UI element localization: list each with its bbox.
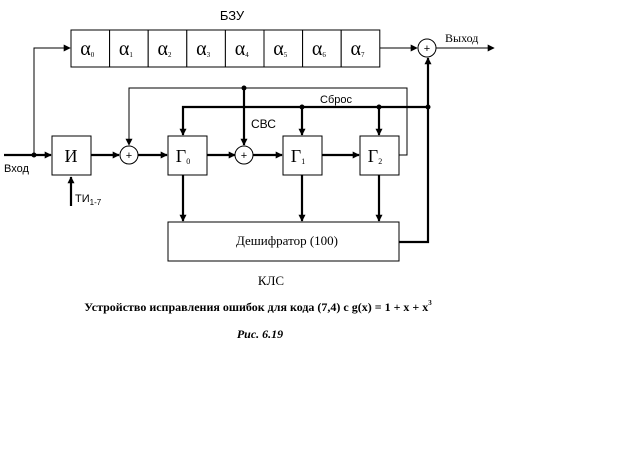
register-1-label: Г1 (291, 146, 305, 166)
memory-cell-label-0: α0 (80, 38, 94, 60)
register-0 (167, 135, 208, 176)
register-2-label: Г2 (368, 146, 382, 166)
memory-cell-7 (340, 29, 381, 68)
feedback-loop-wire (125, 87, 408, 156)
figure-label: Рис. 6.19 (237, 327, 283, 341)
logic-label: КЛС (258, 273, 284, 288)
output-label: Выход (445, 31, 478, 45)
memory-block: α0 α1 α2 α3 α4 α5 α6 α7 (70, 29, 381, 68)
decoder-to-output-adder-wire (399, 57, 432, 244)
input-to-memory-wire (33, 44, 71, 155)
decoder-block (167, 221, 400, 262)
feedback-label: СВС (251, 117, 276, 131)
and-gate-label: И (65, 146, 78, 166)
decoder-label: Дешифратор (100) (236, 233, 338, 248)
memory-block-label: БЗУ (220, 8, 245, 23)
register-2 (359, 135, 400, 176)
memory-cell-1 (109, 29, 149, 68)
register-0-label: Г0 (176, 146, 190, 166)
memory-cell-label-7: α7 (351, 38, 365, 60)
memory-cell-5 (263, 29, 304, 68)
caption: Устройство исправления ошибок для кода (… (84, 299, 432, 314)
input-label: Вход (4, 163, 29, 175)
clock-label: ТИ1-7 (75, 193, 102, 207)
register-1 (282, 135, 323, 176)
memory-cell-label-2: α2 (158, 38, 172, 60)
adder-2-symbol: + (241, 150, 247, 162)
memory-cell-label-3: α3 (196, 38, 210, 60)
input-junction (31, 152, 37, 158)
memory-cell-4 (224, 29, 265, 68)
memory-cell-label-6: α6 (312, 38, 326, 60)
reset-label: Сброс (320, 94, 352, 106)
output-adder-symbol: + (424, 43, 430, 55)
memory-cell-label-4: α4 (235, 38, 249, 60)
memory-cell-label-5: α5 (273, 38, 287, 60)
reset-bus (179, 105, 428, 136)
memory-cell-0 (70, 29, 111, 68)
memory-cell-label-1: α1 (119, 38, 133, 60)
memory-cell-3 (186, 29, 226, 68)
adder-1-symbol: + (126, 150, 132, 162)
